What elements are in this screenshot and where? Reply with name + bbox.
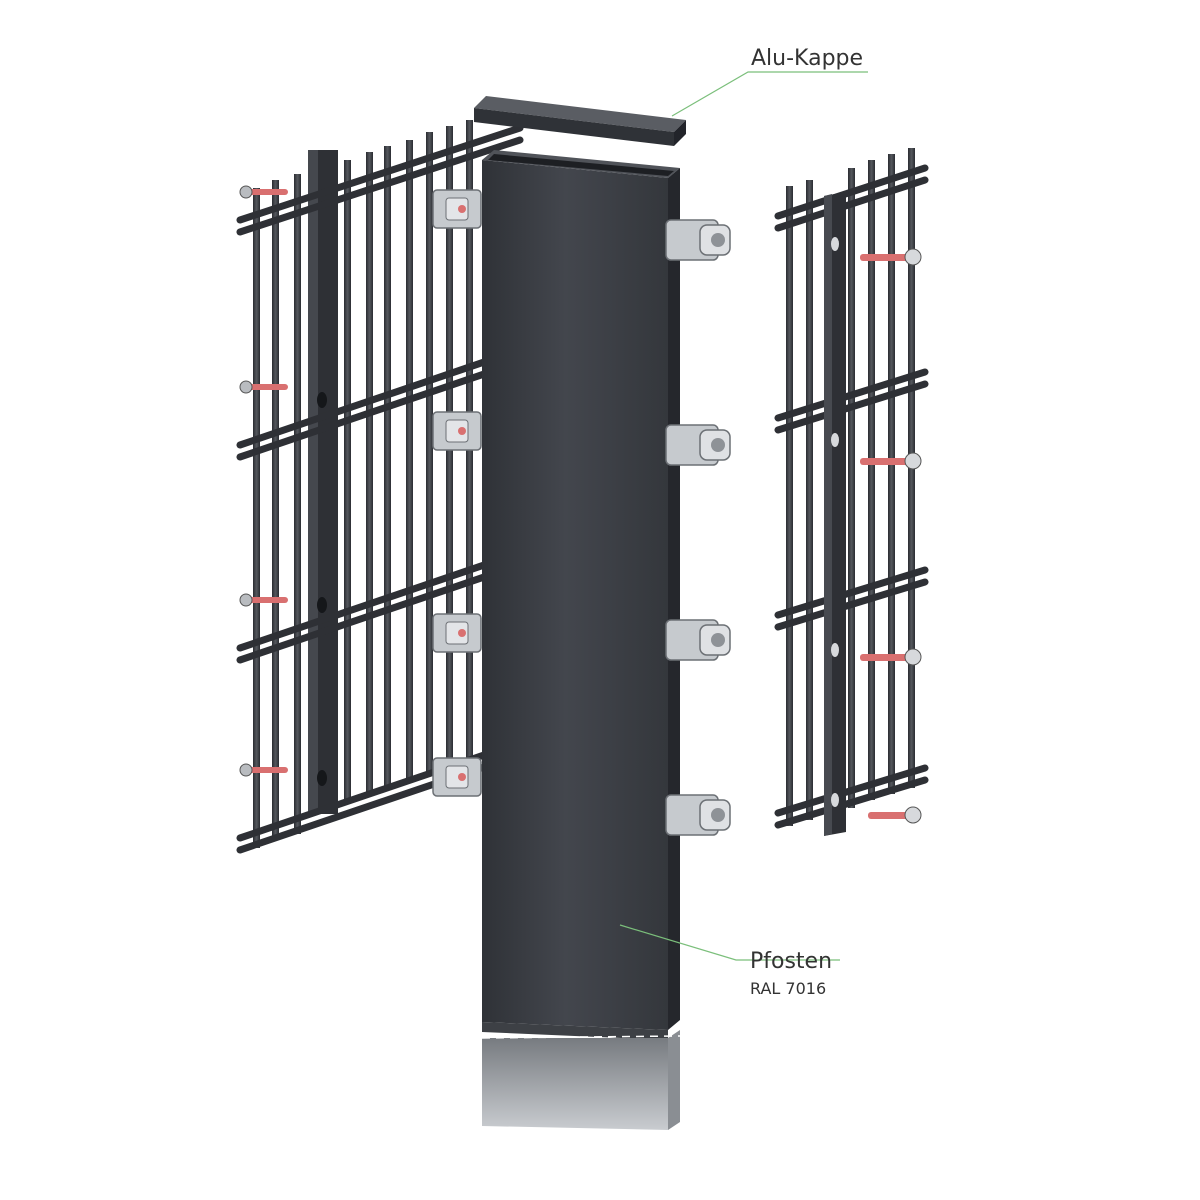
mounting-clamp-icon: [432, 613, 482, 653]
screw-icon: [239, 593, 288, 607]
right-mesh-panel: [774, 148, 929, 836]
alu-cap-label: Alu-Kappe: [751, 46, 864, 71]
left-panel-horizontal-bars: [236, 124, 524, 854]
aluminium-cap-icon: [474, 96, 686, 146]
galvanized-section: [482, 1038, 668, 1130]
left-panel-clamps: [432, 189, 482, 797]
fence-post-icon: [481, 150, 681, 1130]
screw-icon: [860, 248, 922, 266]
cap-leader-line: [671, 71, 868, 117]
mounting-clamp-icon: [432, 411, 482, 451]
screw-icon: [868, 806, 922, 824]
post-color-label: RAL 7016: [750, 979, 827, 998]
screw-icon: [860, 648, 922, 666]
right-panel-horizontal-bars: [774, 164, 929, 829]
left-panel-vertical-bars: [253, 120, 473, 848]
post-leader-line: [619, 924, 840, 961]
left-panel-screws: [239, 185, 288, 777]
mounting-clamp-icon: [432, 757, 482, 797]
right-panel-screws: [860, 248, 922, 824]
left-mesh-panel: [236, 120, 524, 854]
screw-icon: [239, 763, 288, 777]
right-panel-flat-bar: [824, 192, 846, 836]
screw-icon: [239, 185, 288, 199]
mounting-clamp-icon: [665, 619, 731, 661]
mounting-clamp-icon: [665, 424, 731, 466]
right-panel-vertical-bars: [786, 148, 915, 826]
mounting-clamp-icon: [432, 189, 482, 229]
post-label: Pfosten: [750, 949, 833, 974]
mounting-clamp-icon: [665, 794, 731, 836]
left-panel-flat-bar: [308, 150, 338, 814]
mounting-clamp-icon: [665, 219, 731, 261]
leader-lines: [619, 71, 868, 961]
ground-line: [481, 1035, 681, 1039]
post-clamps: [665, 219, 731, 836]
screw-icon: [239, 380, 288, 394]
screw-icon: [860, 452, 922, 470]
